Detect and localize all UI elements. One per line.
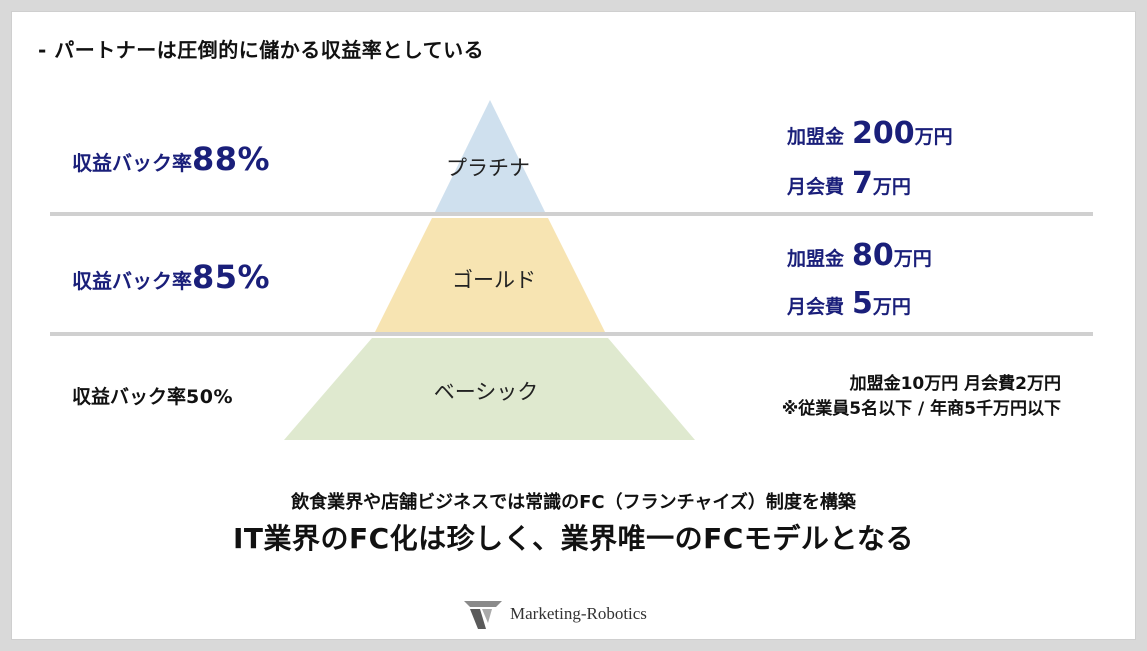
summary-line-2: IT業界のFC化は珍しく、業界唯一のFCモデルとなる: [232, 522, 915, 555]
rate-basic: 収益バック率50%: [72, 382, 233, 409]
fee-basic-line: 加盟金10万円 月会費2万円: [849, 374, 1061, 394]
rate-value: 50%: [186, 386, 233, 408]
fee-label: 月会費: [787, 296, 845, 318]
tier-pyramid: [284, 100, 695, 440]
fee-value: 80: [852, 238, 894, 273]
rate-platinum: 収益バック率88%: [72, 140, 270, 178]
slide-heading: - パートナーは圧倒的に儲かる収益率としている: [38, 38, 485, 62]
fee-unit: 万円: [872, 296, 911, 318]
tier-name-gold: ゴールド: [452, 268, 536, 292]
fee-gold-join: 加盟金 80万円: [787, 238, 932, 273]
fee-platinum-monthly: 月会費 7万円: [787, 166, 911, 201]
tier-divider-2: [50, 332, 1093, 336]
fee-gold-monthly: 月会費 5万円: [787, 286, 911, 321]
fee-platinum-join: 加盟金 200万円: [787, 116, 953, 151]
rate-value: 88%: [192, 140, 271, 178]
pyramid-tier-gold: [374, 218, 606, 334]
slide: - パートナーは圧倒的に儲かる収益率としている プラチナ ゴールド ベーシック …: [12, 12, 1135, 639]
fee-value: 5: [852, 286, 873, 321]
fee-unit: 万円: [893, 248, 932, 270]
rate-label: 収益バック率: [72, 151, 192, 175]
pyramid-tier-platinum: [434, 100, 546, 214]
fee-label: 加盟金: [787, 248, 845, 270]
pyramid-tier-basic: [284, 338, 695, 440]
fee-value: 7: [852, 166, 873, 201]
fee-value: 200: [852, 116, 915, 151]
logo-text: Marketing-Robotics: [510, 604, 647, 623]
tier-name-platinum: プラチナ: [446, 156, 530, 180]
rate-label: 収益バック率: [72, 386, 187, 408]
fee-basic-note: ※従業員5名以下 / 年商5千万円以下: [781, 399, 1061, 419]
rate-value: 85%: [192, 258, 271, 296]
company-logo: Marketing-Robotics: [462, 597, 647, 631]
logo-mark-icon: [464, 601, 502, 629]
rate-gold: 収益バック率85%: [72, 258, 270, 296]
summary-line-1: 飲食業界や店舗ビジネスでは常識のFC（フランチャイズ）制度を構築: [291, 492, 856, 513]
fee-label: 月会費: [787, 176, 845, 198]
fee-unit: 万円: [872, 176, 911, 198]
fee-basic: 加盟金10万円 月会費2万円 ※従業員5名以下 / 年商5千万円以下: [782, 372, 1061, 422]
rate-label: 収益バック率: [72, 269, 192, 293]
tier-name-basic: ベーシック: [433, 380, 539, 404]
fee-unit: 万円: [914, 126, 953, 148]
fee-label: 加盟金: [787, 126, 845, 148]
tier-divider-1: [50, 212, 1093, 216]
